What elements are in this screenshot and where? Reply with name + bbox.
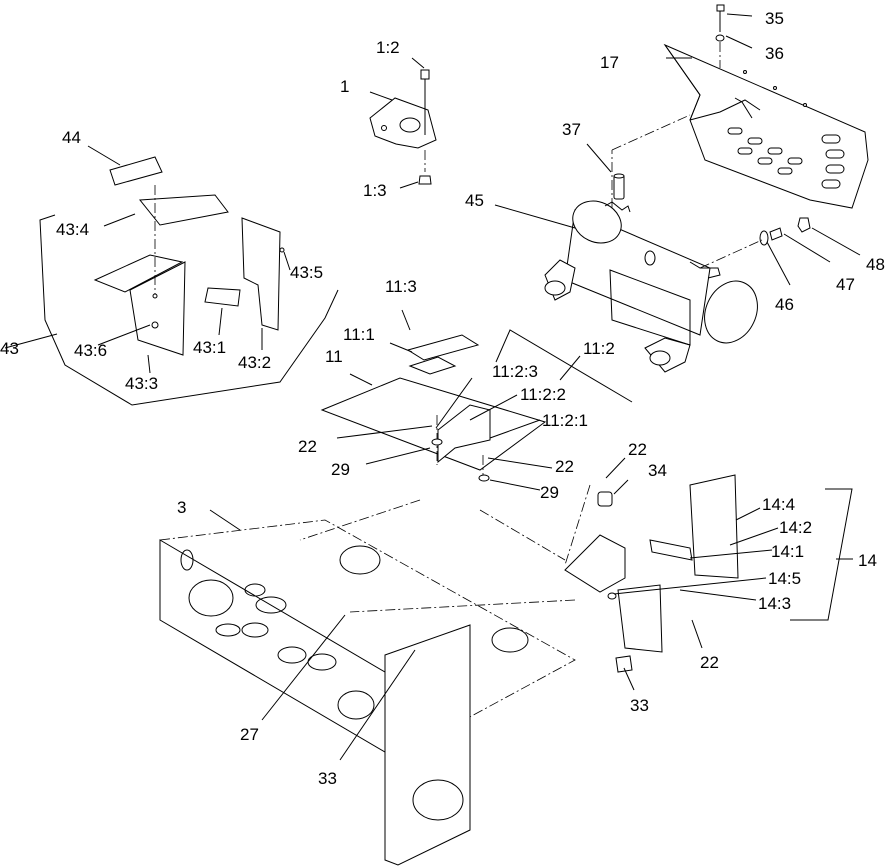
callout-43-3: 43:3: [125, 374, 158, 393]
callout-3: 3: [177, 498, 186, 517]
callout-14-1: 14:1: [771, 542, 804, 561]
callout-22-d: 22: [700, 653, 719, 672]
callout-47: 47: [836, 275, 855, 294]
main-frame-part: [159, 519, 576, 866]
callout-11-2: 11:2: [583, 339, 615, 358]
callout-14: 14: [858, 551, 877, 570]
callout-1: 1: [340, 77, 349, 96]
callout-43-4: 43:4: [56, 220, 89, 239]
callout-44: 44: [62, 128, 81, 147]
callout-1-3: 1:3: [363, 181, 387, 200]
group-43-boundary: [39, 214, 339, 406]
callout-11-2-3: 11:2:3: [492, 362, 538, 381]
callout-43-6: 43:6: [74, 341, 107, 360]
callout-48: 48: [866, 255, 885, 274]
callout-43: 43: [0, 339, 19, 358]
callout-11-2-2: 11:2:2: [520, 385, 566, 404]
callout-46: 46: [775, 295, 794, 314]
callout-29-a: 29: [331, 460, 350, 479]
callout-22-c: 22: [628, 440, 647, 459]
heat-shield-part: [663, 43, 869, 209]
baffle-11-part: [320, 334, 547, 482]
callout-14-2: 14:2: [779, 518, 812, 537]
callout-11-2-1: 11:2:1: [542, 411, 588, 430]
callout-22-b: 22: [555, 457, 574, 476]
callout-14-3: 14:3: [758, 594, 791, 613]
callout-33-a: 33: [630, 696, 649, 715]
nut-48-part: [797, 217, 811, 233]
bracket-assembly-14: [564, 474, 739, 673]
callout-36: 36: [765, 44, 784, 63]
bolt-35-part: [715, 4, 725, 42]
callout-27: 27: [240, 725, 259, 744]
assembly-lines: [299, 42, 763, 613]
leader-lines: [4, 13, 861, 761]
callout-11: 11: [325, 347, 343, 366]
callout-45: 45: [465, 191, 484, 210]
callout-43-1: 43:1: [193, 338, 226, 357]
callout-34: 34: [648, 461, 667, 480]
callout-17: 17: [600, 53, 619, 72]
callout-11-1: 11:1: [343, 325, 375, 344]
callout-14-5: 14:5: [768, 569, 801, 588]
callout-29-b: 29: [540, 483, 559, 502]
callout-1-2: 1:2: [376, 38, 400, 57]
callout-43-2: 43:2: [238, 353, 271, 372]
callout-11-3: 11:3: [385, 277, 417, 296]
callout-43-5: 43:5: [290, 263, 323, 282]
shield-assembly-43: [93, 156, 285, 356]
callout-33-b: 33: [318, 769, 337, 788]
muffler-part: [544, 200, 758, 373]
callout-14-4: 14:4: [762, 495, 795, 514]
callout-22-a: 22: [298, 437, 317, 456]
bracket-1-part: [369, 69, 437, 185]
callout-35: 35: [765, 9, 784, 28]
callout-37: 37: [562, 120, 581, 139]
bolt-47-part: [759, 227, 783, 246]
callout-labels: 1 1:2 1:3 3 11 11:1 11:2 11:2:1 11:2:2 1…: [0, 9, 885, 788]
spacer-part: [613, 173, 625, 200]
